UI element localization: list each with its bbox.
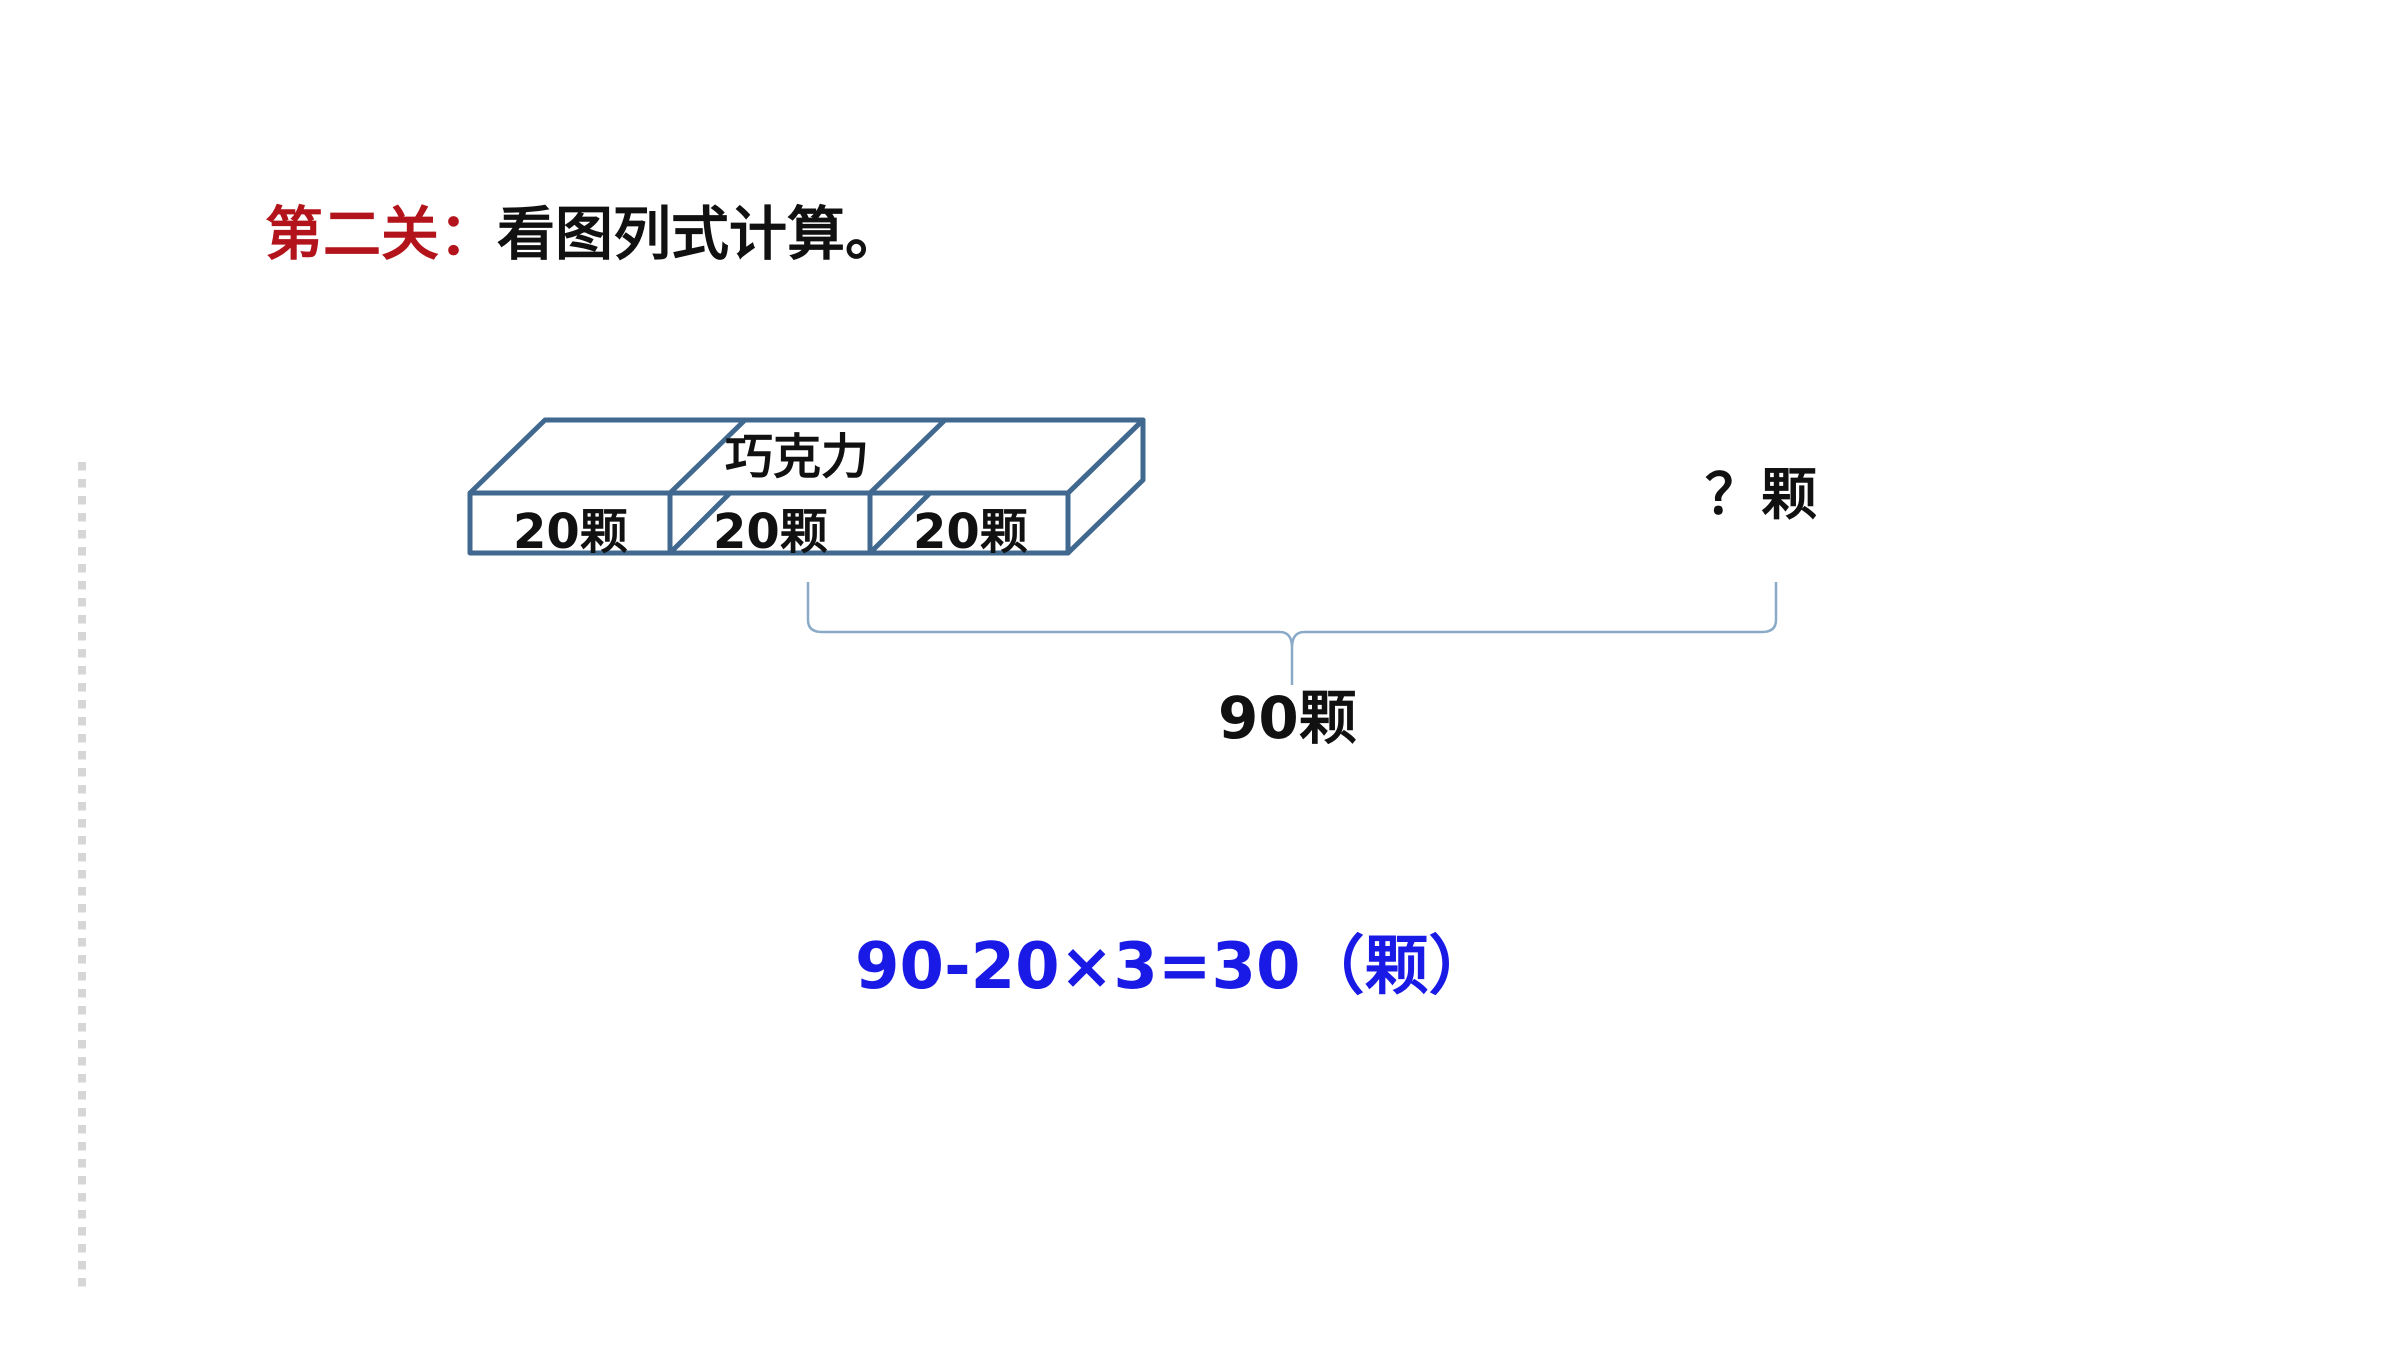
cell-label-2: 20颗 <box>713 504 828 560</box>
box-top-divider-2 <box>868 418 947 495</box>
answer-equation: 90-20×3=30（颗） <box>855 930 1493 1004</box>
unknown-label: ？颗 <box>1705 463 1817 528</box>
cell-label-1: 20颗 <box>513 504 628 560</box>
box-inner-diagonal-1 <box>668 491 732 555</box>
box-top-divider-1 <box>668 418 747 495</box>
total-brace <box>806 582 1778 685</box>
page-title: 第二关：看图列式计算。 <box>265 200 903 270</box>
box-side-face <box>1065 417 1146 556</box>
cell-label-3: 20颗 <box>913 504 1028 560</box>
box-label: 巧克力 <box>725 429 870 485</box>
dotted-divider <box>78 462 86 1292</box>
total-label: 90颗 <box>1218 684 1357 752</box>
title-level: 第二关： <box>265 200 498 268</box>
box-inner-diagonal-2 <box>868 491 932 555</box>
title-instruction: 看图列式计算。 <box>497 200 904 268</box>
